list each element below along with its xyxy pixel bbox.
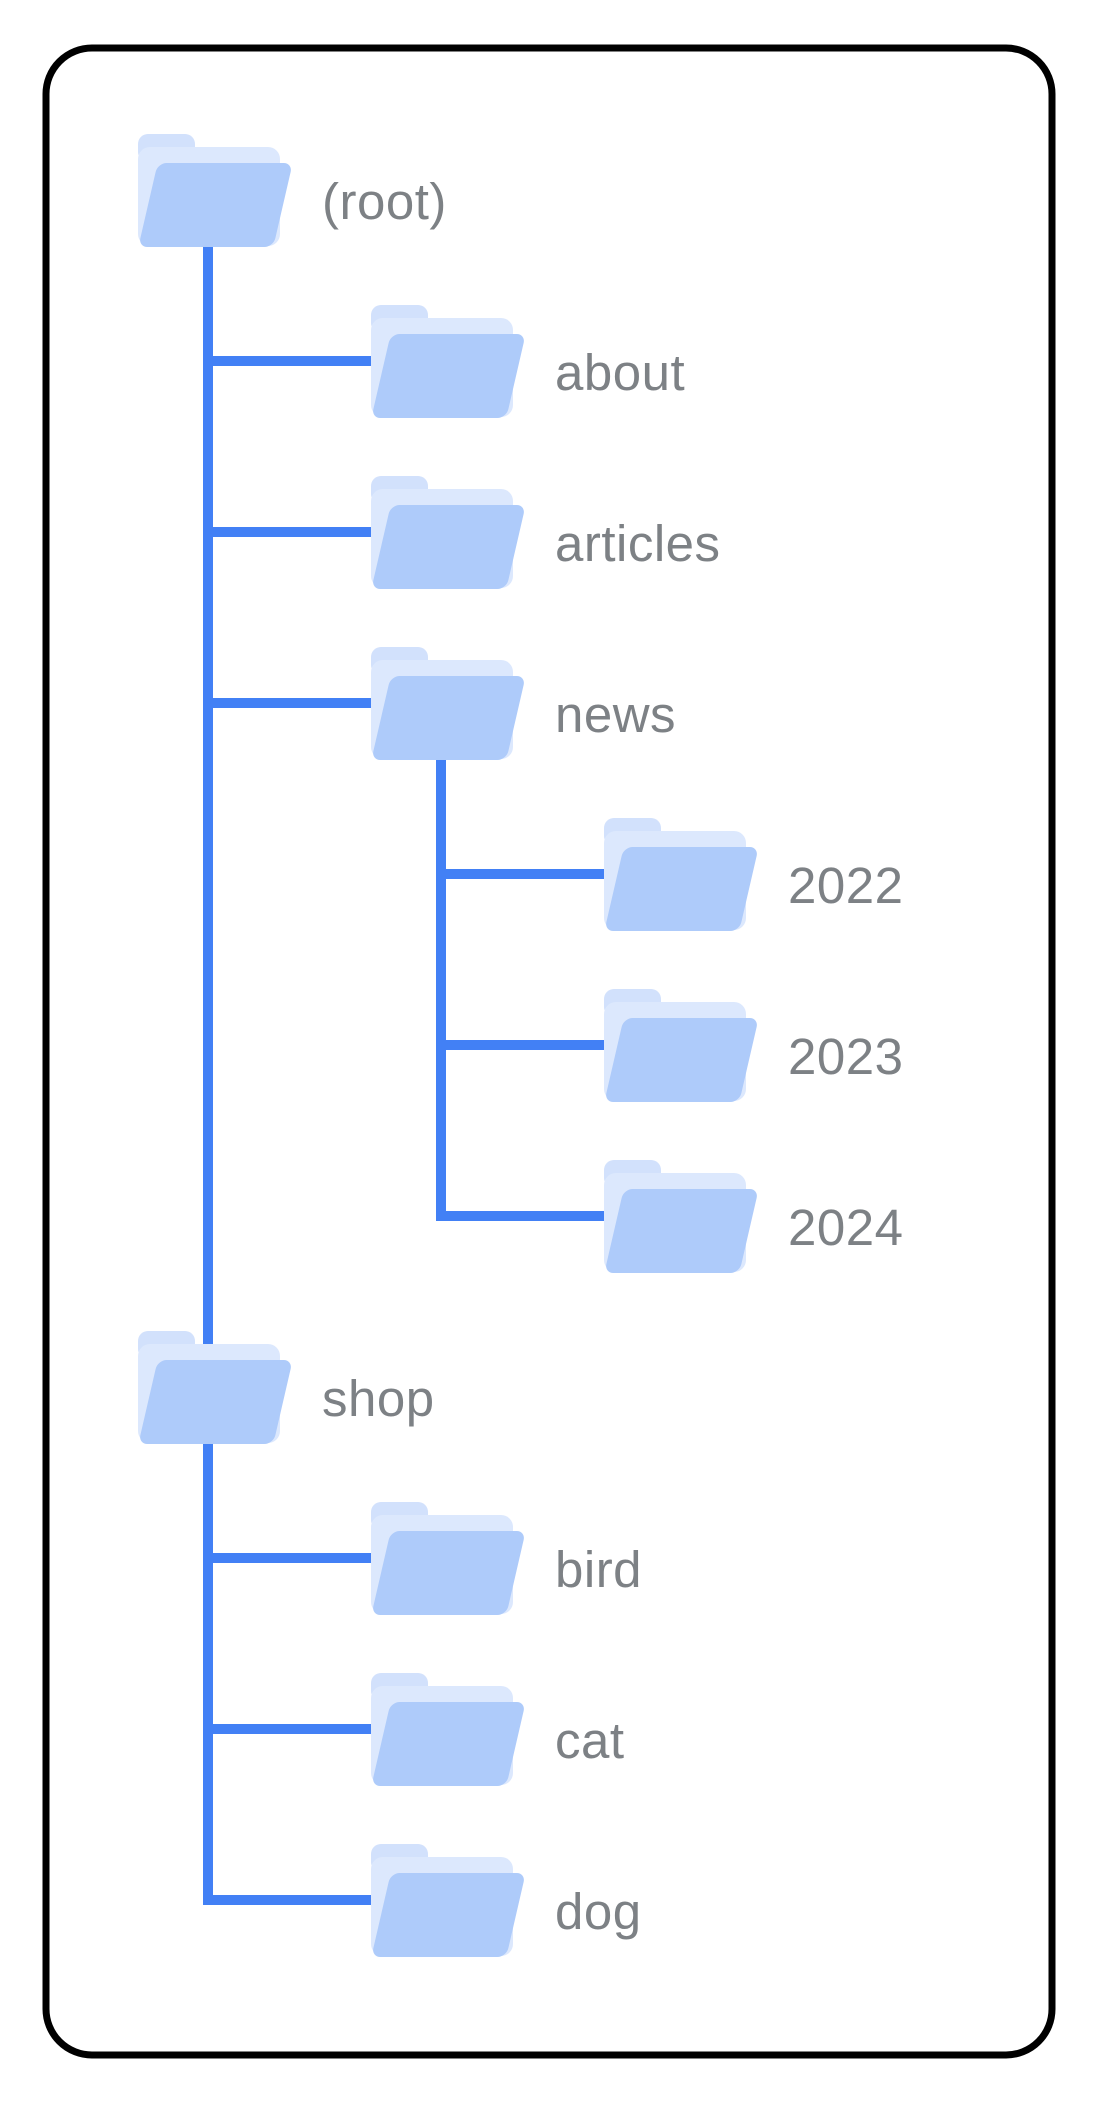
folder-front-shape <box>373 505 524 589</box>
folder-label: news <box>555 686 676 743</box>
folder-label: 2023 <box>788 1028 903 1085</box>
folder-front-shape <box>606 847 757 931</box>
folder-front-shape <box>140 163 291 247</box>
folder-label: 2024 <box>788 1199 903 1256</box>
folder-label: dog <box>555 1883 642 1940</box>
tree-nodes: (root) about articles news 2022 2023 2024 shop b… <box>138 134 903 1957</box>
folder-icon <box>371 476 524 589</box>
folder-icon <box>371 1673 524 1786</box>
folder-label: bird <box>555 1541 642 1598</box>
folder-icon <box>371 1502 524 1615</box>
tree-node: shop <box>138 1331 435 1444</box>
connector-lines <box>203 247 618 1905</box>
tree-node: articles <box>371 476 721 589</box>
tree-node: (root) <box>138 134 447 247</box>
folder-front-shape <box>606 1018 757 1102</box>
tree-node: 2023 <box>604 989 903 1102</box>
tree-node: bird <box>371 1502 642 1615</box>
folder-front-shape <box>606 1189 757 1273</box>
folder-icon <box>371 305 524 418</box>
folder-front-shape <box>373 1873 524 1957</box>
tree-node: 2022 <box>604 818 903 931</box>
folder-label: cat <box>555 1712 625 1769</box>
tree-node: cat <box>371 1673 625 1786</box>
tree-node: 2024 <box>604 1160 903 1273</box>
folder-label: 2022 <box>788 857 903 914</box>
folder-front-shape <box>373 1531 524 1615</box>
folder-icon <box>371 1844 524 1957</box>
folder-label: about <box>555 344 685 401</box>
folder-front-shape <box>140 1360 291 1444</box>
folder-icon <box>604 989 757 1102</box>
tree-node: news <box>371 647 676 760</box>
folder-icon <box>371 647 524 760</box>
folder-front-shape <box>373 676 524 760</box>
folder-label: shop <box>322 1370 435 1427</box>
folder-icon <box>138 134 291 247</box>
folder-label: articles <box>555 515 721 572</box>
tree-node: about <box>371 305 685 418</box>
folder-icon <box>138 1331 291 1444</box>
folder-front-shape <box>373 334 524 418</box>
folder-icon <box>604 818 757 931</box>
folder-label: (root) <box>322 173 447 230</box>
folder-front-shape <box>373 1702 524 1786</box>
tree-node: dog <box>371 1844 642 1957</box>
folder-icon <box>604 1160 757 1273</box>
